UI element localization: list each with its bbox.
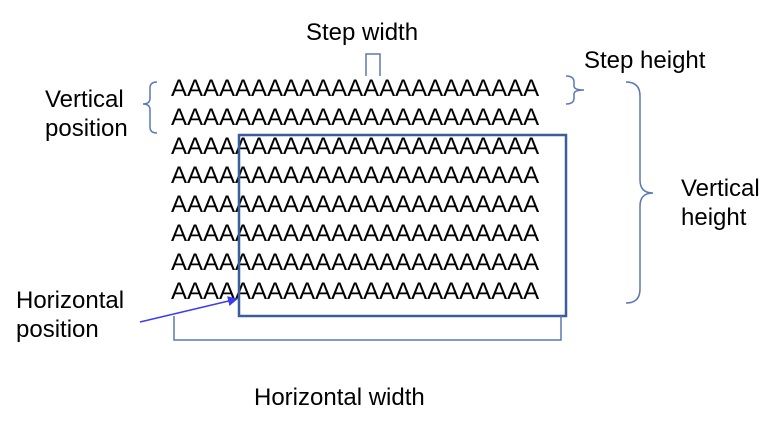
grid-row: AAAAAAAAAAAAAAAAAAAAAAA [171,133,540,160]
step-height-brace [565,75,585,105]
vertical-position-brace [142,81,158,134]
step-height-label: Step height [584,47,706,74]
selection-box [237,133,568,318]
vertical-height-label-line1: Vertical [681,175,760,202]
grid-row: AAAAAAAAAAAAAAAAAAAAAAA [171,191,540,218]
grid-row: AAAAAAAAAAAAAAAAAAAAAAA [171,104,540,131]
grid-row: AAAAAAAAAAAAAAAAAAAAAAA [171,220,540,247]
vertical-position-label-line1: Vertical [45,86,124,113]
step-width-label: Step width [306,19,419,46]
horizontal-width-bracket [173,316,562,341]
vertical-height-label-line2: height [681,204,747,231]
grid-row: AAAAAAAAAAAAAAAAAAAAAAA [171,75,540,102]
horizontal-position-arrow [139,296,238,323]
horizontal-position-label-line1: Horizontal [16,287,125,314]
grid-row: AAAAAAAAAAAAAAAAAAAAAAA [171,162,540,189]
horizontal-width-label: Horizontal width [254,384,425,411]
horizontal-position-label-line2: position [16,316,99,343]
vertical-position-label-line2: position [45,115,128,142]
vertical-height-brace [625,81,654,304]
grid-row: AAAAAAAAAAAAAAAAAAAAAAA [171,249,540,276]
step-width-bracket [365,53,381,76]
